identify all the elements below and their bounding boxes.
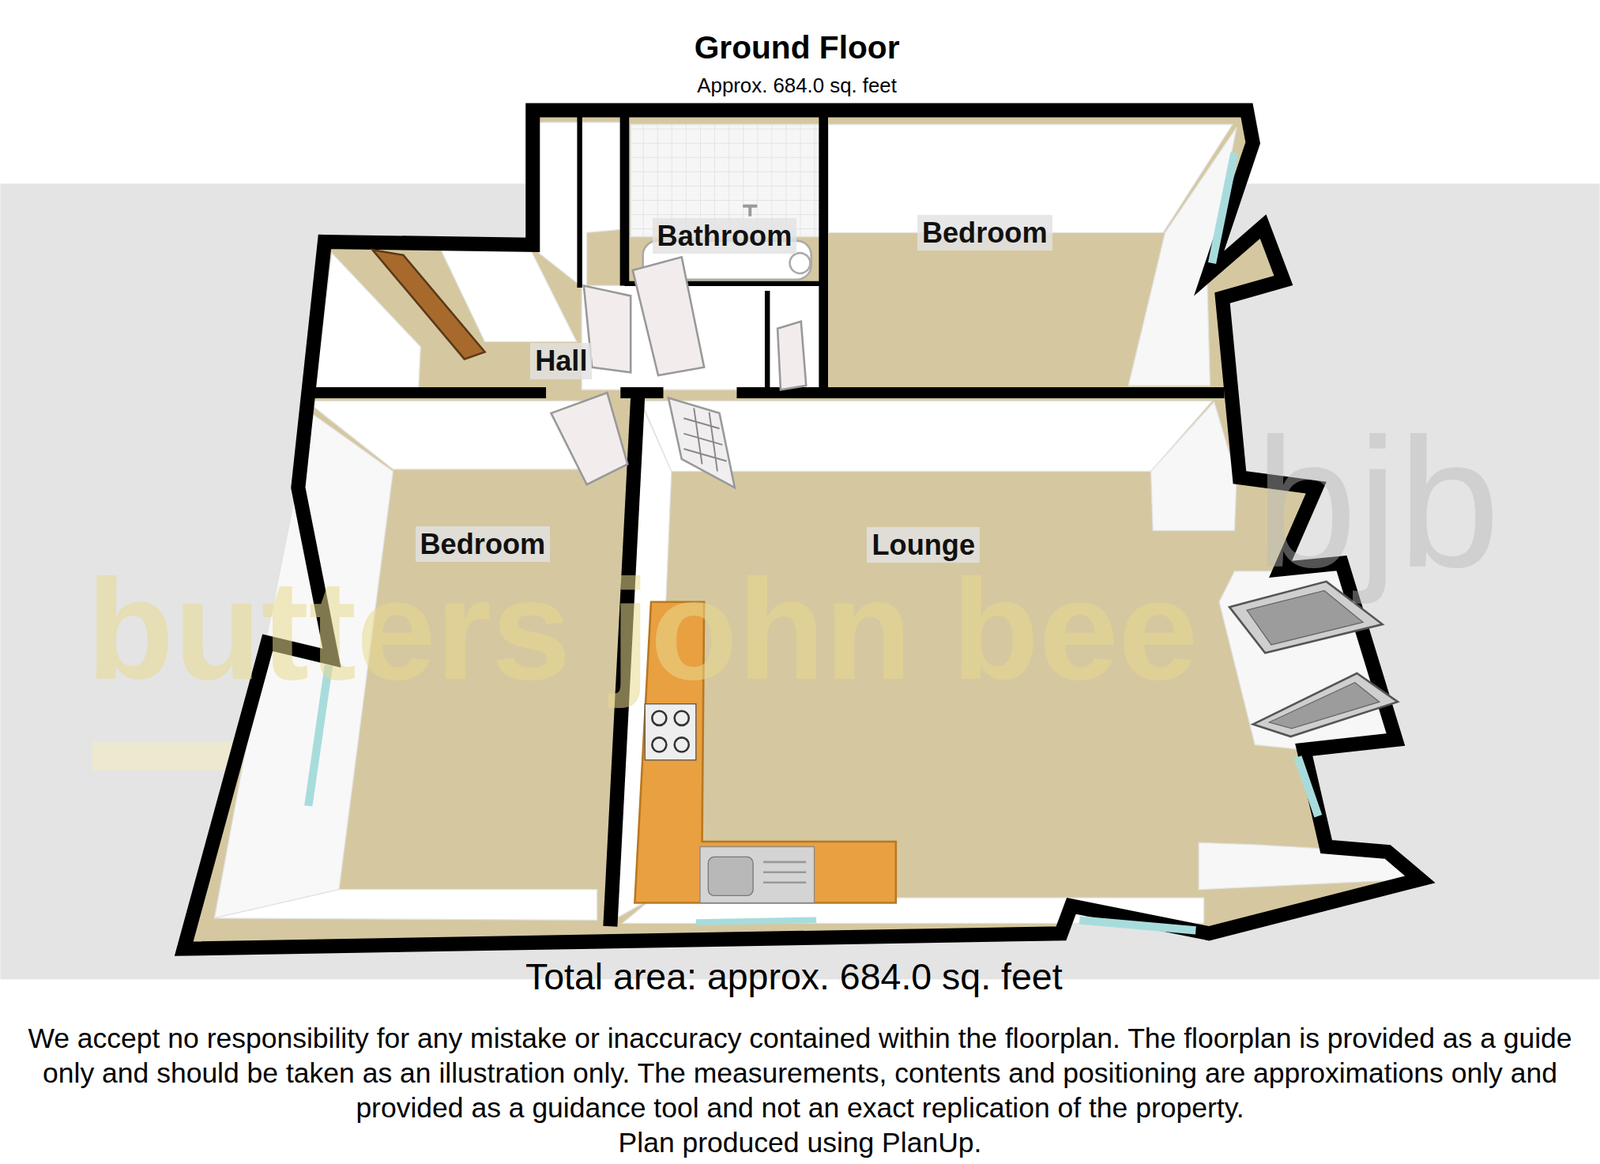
drainer — [763, 862, 806, 883]
watermark-logo: bjb — [1254, 410, 1500, 595]
room-name: Bathroom — [657, 219, 793, 253]
window-panel — [1253, 673, 1398, 737]
inner-wall — [579, 114, 822, 391]
hob-ring — [651, 711, 667, 726]
room-name: Hall — [534, 344, 588, 378]
room-label: Lounge — [866, 527, 980, 564]
hob-ring — [651, 737, 667, 752]
room-name: Lounge — [871, 528, 976, 562]
door — [777, 321, 806, 390]
wall-face — [581, 285, 821, 390]
door — [632, 256, 704, 376]
room-label: Bedroom — [415, 526, 551, 563]
room-label: Bedroom — [917, 214, 1053, 252]
inner-wall — [624, 114, 824, 393]
window — [696, 919, 817, 923]
plan-title: Ground Floor — [694, 29, 900, 67]
sink — [700, 847, 815, 904]
wall-face — [640, 400, 1213, 471]
total-area: Total area: approx. 684.0 sq. feet — [525, 956, 1063, 998]
room-label: Bathroom — [652, 218, 798, 255]
basin — [790, 252, 811, 274]
window-panel — [1268, 682, 1379, 729]
hob — [644, 704, 697, 761]
subtitle: Approx. 684.0 sq. feet — [696, 74, 897, 98]
disclaimer: We accept no responsibility for any mist… — [11, 1021, 1589, 1126]
background-band — [0, 183, 1600, 979]
room-name: Bedroom — [922, 216, 1048, 250]
hob-ring — [674, 711, 689, 726]
wall-face — [1151, 402, 1237, 531]
hob-ring — [674, 737, 689, 752]
sink-bowl — [707, 856, 753, 896]
credit-note: Plan produced using PlanUp. — [618, 1125, 983, 1160]
outer-wall — [184, 109, 1421, 949]
door — [551, 392, 629, 485]
front-door — [372, 249, 486, 359]
floor — [184, 109, 1421, 949]
watermark: butters john bee — [86, 557, 1198, 701]
window — [1297, 756, 1318, 817]
window — [1079, 919, 1196, 930]
window-panel — [1246, 590, 1363, 644]
wall-face — [214, 889, 597, 921]
door-glazing — [683, 407, 727, 471]
bath-tap — [742, 206, 757, 217]
room-name: Bedroom — [420, 527, 546, 561]
window — [1212, 153, 1235, 264]
room-label: Hall — [530, 342, 592, 380]
glazed-door — [668, 397, 735, 488]
